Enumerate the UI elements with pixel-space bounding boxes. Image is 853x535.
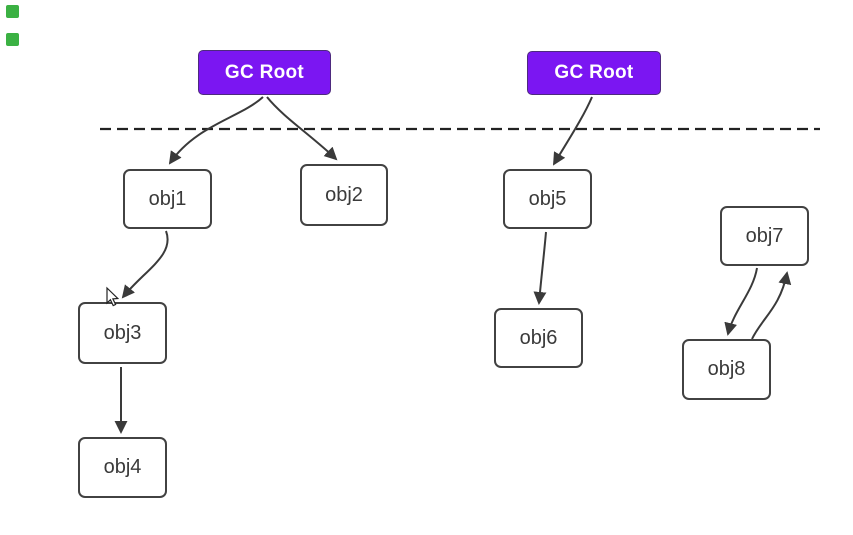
edge-gc-root-right-to-obj5 [553,96,593,166]
node-obj6[interactable]: obj6 [494,308,583,368]
green-marker [6,33,19,46]
node-obj3[interactable]: obj3 [78,302,167,364]
node-label: obj3 [103,321,142,344]
node-gc-root-left[interactable]: GC Root [198,50,331,95]
edge-obj8-to-obj7 [751,271,792,340]
edge-obj7-to-obj8 [724,267,758,336]
green-marker [6,5,19,18]
node-label: obj8 [707,358,746,380]
node-gc-root-right[interactable]: GC Root [527,51,661,95]
edge-gc-root-left-to-obj1 [168,96,264,165]
edge-obj5-to-obj6 [533,231,547,305]
node-obj1[interactable]: obj1 [123,169,212,229]
node-label: GC Root [554,62,634,83]
node-obj4[interactable]: obj4 [78,437,167,498]
edge-gc-root-left-to-obj2 [266,96,338,161]
node-obj7[interactable]: obj7 [720,206,809,266]
node-label: obj6 [519,326,558,349]
node-label: obj1 [148,187,187,210]
node-label: obj2 [325,183,363,206]
node-obj2[interactable]: obj2 [300,164,388,226]
node-obj8[interactable]: obj8 [682,339,771,400]
node-obj5[interactable]: obj5 [503,169,592,229]
node-label: obj5 [528,187,567,210]
edge-obj1-to-obj3 [121,230,169,299]
node-label: GC Root [224,61,305,83]
node-label: obj7 [745,224,784,247]
node-label: obj4 [103,456,142,478]
